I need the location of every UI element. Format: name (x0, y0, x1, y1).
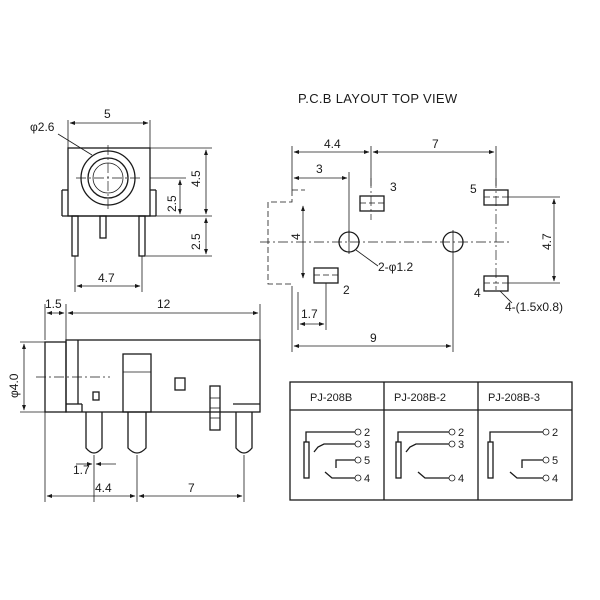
side-diameter-label: φ4.0 (7, 373, 21, 398)
schematic-pj208b-3: 2 5 4 (487, 427, 558, 485)
table-header-3: PJ-208B-3 (488, 392, 540, 404)
pcb-pin2-label: 2 (343, 283, 350, 297)
pj208b3-pin-c: 4 (552, 473, 558, 485)
front-diameter-leader (57, 133, 93, 156)
pcb-slot-2 (313, 267, 339, 284)
pj208b3-pin-b: 5 (552, 455, 558, 467)
pj208b-pin-d: 4 (364, 473, 370, 485)
schematic-pj208b-2: 2 3 4 (395, 427, 464, 485)
table-header-1: PJ-208B (310, 392, 352, 404)
pcb-pin4-label: 4 (474, 286, 481, 300)
pcb-holes-label: 2-φ1.2 (378, 260, 413, 274)
side-slot (174, 377, 186, 391)
front-pin-left (71, 215, 79, 257)
pcb-slot-3 (359, 195, 385, 212)
side-contact-window (122, 353, 152, 413)
pcb-layout: 4.4 7 3 4 3 5 2 4 2-φ (260, 137, 563, 352)
table-header-2: PJ-208B-2 (394, 392, 446, 404)
front-pin-span-label: 4.7 (98, 271, 115, 285)
front-width-label: 5 (104, 107, 111, 121)
front-pin-middle (99, 215, 107, 239)
side-offset-label: 1.7 (73, 463, 90, 477)
side-pin2-label: 7 (188, 481, 195, 495)
pj208b-pin-b: 3 (364, 439, 370, 451)
table-frame (289, 381, 573, 501)
pcb-pin3-label: 3 (390, 180, 397, 194)
pj208b3-pin-a: 2 (552, 427, 558, 439)
side-view: 1.5 12 φ4.0 1.7 (7, 297, 261, 502)
pcb-vertical-label: 4 (289, 233, 303, 240)
side-body-label: 12 (157, 297, 171, 311)
front-view: 5 φ2.6 4.5 2.5 2.5 4.7 (30, 107, 212, 292)
side-body (65, 339, 261, 413)
pcb-offset-label: 3 (316, 162, 323, 176)
side-pin-1 (85, 412, 103, 454)
front-pin-label: 2.5 (189, 233, 203, 250)
pcb-pin5-label: 5 (470, 182, 477, 196)
pj208b-pin-c: 5 (364, 455, 370, 467)
side-tab (92, 391, 100, 401)
drawing-title: P.C.B LAYOUT TOP VIEW (298, 91, 458, 106)
pcb-top-left-label: 4.4 (324, 137, 341, 151)
pj208b2-pin-c: 4 (458, 473, 464, 485)
pcb-bottom-label: 9 (370, 331, 377, 345)
front-height-label: 4.5 (189, 170, 203, 187)
pcb-slot-5 (483, 189, 509, 206)
schematic-table: PJ-208B PJ-208B-2 PJ-208B-3 2 3 5 4 (289, 381, 573, 501)
schematic-pj208b: 2 3 5 4 (303, 427, 370, 485)
front-pin-right (138, 215, 146, 257)
pj208b2-pin-b: 3 (458, 439, 464, 451)
side-front-label: 1.5 (45, 297, 62, 311)
side-pin-3 (235, 412, 253, 454)
pcb-slots-leader (499, 290, 513, 304)
pcb-right-label: 4.7 (540, 233, 554, 250)
pj208b-pin-a: 2 (364, 427, 370, 439)
pcb-slots-label: 4-(1.5x0.8) (505, 300, 563, 314)
pcb-slot-4 (483, 275, 509, 292)
front-center-label: 2.5 (165, 195, 179, 212)
pcb-holes-leader (355, 249, 379, 267)
side-pin1-label: 4.4 (95, 481, 112, 495)
pj208b2-pin-a: 2 (458, 427, 464, 439)
pcb-outline (267, 190, 293, 292)
pcb-top-right-label: 7 (432, 137, 439, 151)
front-diameter-label: φ2.6 (30, 120, 55, 134)
side-pin-2 (127, 412, 147, 454)
pcb-small-offset-label: 1.7 (301, 307, 318, 321)
